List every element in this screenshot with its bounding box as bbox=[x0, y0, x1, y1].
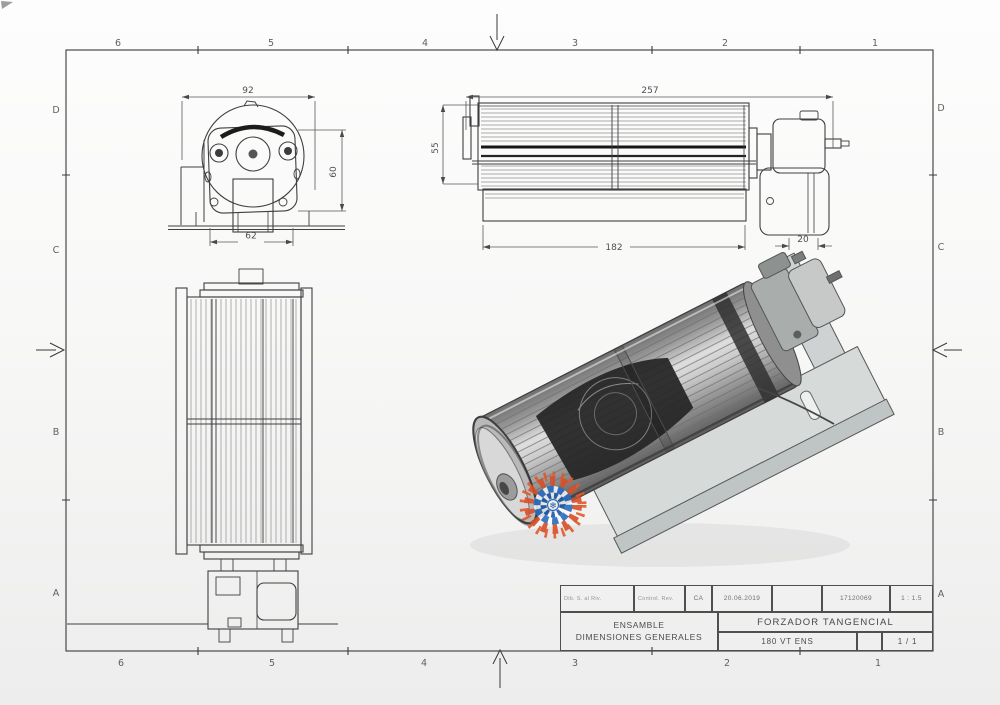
zone-top-5: 5 bbox=[268, 38, 274, 49]
zone-bottom-5: 5 bbox=[269, 658, 275, 669]
zone-left-a: A bbox=[53, 588, 60, 599]
zone-bottom-1: 1 bbox=[875, 658, 881, 669]
dim-front-width: 92 bbox=[242, 86, 253, 96]
dim-side-total: 257 bbox=[641, 86, 658, 96]
zone-right-a: A bbox=[938, 589, 945, 600]
dim-side-body: 182 bbox=[605, 243, 622, 253]
logo-ice-ring bbox=[533, 485, 573, 525]
zone-bottom-6: 6 bbox=[118, 658, 124, 669]
iso-cylinder bbox=[479, 282, 798, 521]
zone-bottom-2: 2 bbox=[724, 658, 730, 669]
zone-left-c: C bbox=[53, 245, 60, 256]
tb-drawn-by: Dib. S. al Riv. bbox=[560, 585, 634, 612]
front-dimensions bbox=[181, 96, 346, 246]
iso-motor bbox=[743, 250, 846, 387]
center-marks bbox=[36, 14, 962, 688]
logo-center bbox=[546, 498, 560, 512]
snowflake-icon: ❄ bbox=[549, 502, 557, 512]
isometric-view bbox=[472, 250, 895, 554]
tb-assembly-line2: DIMENSIONES GENERALES bbox=[575, 631, 703, 642]
dim-side-bracket: 20 bbox=[797, 235, 809, 245]
tb-date: 20.06.2019 bbox=[712, 585, 772, 612]
side-dimensions bbox=[442, 96, 834, 250]
motor-front-view bbox=[168, 100, 345, 233]
tb-part-title: FORZADOR TANGENCIAL bbox=[718, 612, 933, 632]
zone-labels: 6 5 4 3 2 1 6 5 4 3 2 1 D C B A D C B A bbox=[52, 38, 944, 669]
watermark-logo: ❄ bbox=[519, 471, 587, 539]
zone-top-3: 3 bbox=[572, 38, 578, 49]
plan-view bbox=[67, 268, 338, 643]
zone-left-b: B bbox=[53, 427, 60, 438]
tb-sheet-number: 1 / 1 bbox=[882, 632, 933, 651]
tb-assembly-line1: ENSAMBLE bbox=[613, 620, 665, 631]
tb-drawing-number: 17120069 bbox=[822, 585, 890, 612]
zone-top-2: 2 bbox=[722, 38, 728, 49]
tb-checked-by: Control. Rev. bbox=[634, 585, 685, 612]
zone-top-1: 1 bbox=[872, 38, 878, 49]
corner-artifact bbox=[1, 1, 13, 9]
zone-top-6: 6 bbox=[115, 38, 121, 49]
logo-ice-inner bbox=[540, 492, 566, 518]
zone-top-4: 4 bbox=[422, 38, 428, 49]
side-view bbox=[462, 95, 850, 236]
tb-scale: 1 : 1.5 bbox=[890, 585, 933, 612]
zone-bottom-4: 4 bbox=[421, 658, 427, 669]
tb-sheet-cell bbox=[857, 632, 882, 651]
zone-left-d: D bbox=[52, 105, 59, 116]
side-dim-arrows bbox=[440, 94, 833, 250]
tb-initials: CA bbox=[685, 585, 712, 612]
front-dim-arrows bbox=[182, 94, 345, 245]
tb-part-code: 180 VT ENS bbox=[718, 632, 857, 651]
dim-front-base: 62 bbox=[245, 232, 256, 242]
iso-power-cord bbox=[757, 387, 835, 425]
zone-right-d: D bbox=[937, 103, 944, 114]
tb-assembly-title: ENSAMBLE DIMENSIONES GENERALES bbox=[560, 612, 718, 651]
logo-flame-rays bbox=[524, 476, 582, 534]
zone-right-c: C bbox=[938, 242, 945, 253]
dim-front-height: 60 bbox=[329, 166, 339, 178]
dim-side-height: 55 bbox=[431, 142, 441, 153]
zone-right-b: B bbox=[938, 427, 945, 438]
zone-bottom-3: 3 bbox=[572, 658, 578, 669]
tb-empty-cell bbox=[772, 585, 822, 612]
